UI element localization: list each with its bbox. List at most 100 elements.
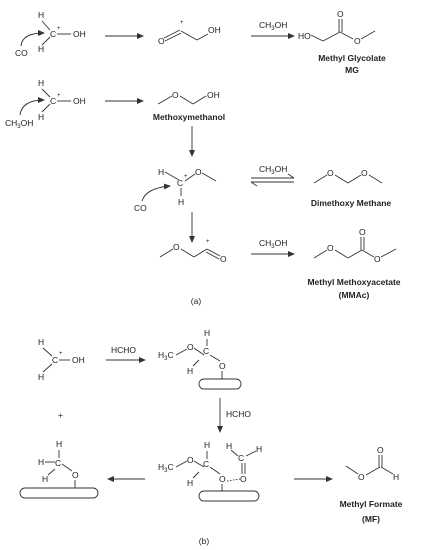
hydroxymethyl-cation-2: H C + OH H	[38, 78, 86, 122]
atom-o: O	[72, 470, 79, 480]
bond	[206, 248, 221, 257]
bond	[41, 88, 51, 98]
panel-a: H C + OH H CO O + OH CH3OH HO	[5, 9, 401, 306]
bond	[193, 347, 205, 356]
reagent-methanol: CH3OH	[259, 164, 287, 176]
atom-o: O	[327, 168, 334, 178]
charge-plus: +	[184, 174, 188, 180]
methyl-group: H3C	[158, 462, 174, 474]
catalyst-surface-site	[198, 378, 242, 390]
bond	[41, 20, 51, 31]
methyl-glycolate-structure: HO O O	[298, 9, 376, 46]
reagent-methanol: CH3OH	[259, 238, 287, 250]
atom-o: O	[172, 90, 179, 100]
atom-c: C	[238, 453, 244, 463]
reagent-methanol: CH3OH	[259, 20, 287, 32]
atom-c: C	[50, 29, 56, 39]
reagent-methanol: CH3OH	[5, 118, 33, 130]
panel-b: H C + OH H HCHO H3C O C H H O +	[19, 328, 403, 546]
atom-o: O	[377, 445, 384, 455]
co-label: CO	[15, 48, 28, 58]
atom-o: O	[337, 9, 344, 19]
reagent-formaldehyde: HCHO	[226, 409, 251, 419]
surface-methoxy: H H C O H	[19, 439, 99, 499]
atom-h: H	[38, 78, 44, 88]
methoxyacetyl-cation: O + O	[159, 239, 227, 264]
bond	[230, 449, 239, 457]
bond	[175, 460, 188, 468]
charge-plus: +	[180, 20, 184, 26]
atom-h: H	[204, 328, 210, 338]
bond	[339, 31, 354, 40]
bond	[196, 33, 209, 41]
product-abbr-mf: (MF)	[362, 514, 380, 524]
atom-h: H	[187, 478, 193, 488]
bond	[163, 29, 181, 39]
bond	[334, 249, 349, 259]
product-name-mmac: Methyl Methoxyacetate	[307, 277, 400, 287]
atom-o: O	[358, 472, 365, 482]
atom-h: H	[178, 197, 184, 207]
atom-o: O	[187, 455, 194, 465]
charge-plus: +	[57, 93, 61, 99]
atom-oh: OH	[73, 96, 86, 106]
bond	[180, 30, 198, 41]
bond	[180, 248, 195, 258]
atom-o: O	[158, 36, 165, 46]
panel-label-a: (a)	[191, 296, 202, 306]
hydroxymethyl-cation-3: H C + OH H	[38, 337, 85, 382]
atom-c: C	[203, 346, 209, 356]
bond	[334, 174, 349, 184]
atom-h: H	[256, 444, 262, 454]
atom-h: H	[38, 372, 44, 382]
atom-h: H	[38, 10, 44, 20]
bond	[380, 466, 394, 475]
atom-oh: OH	[208, 25, 221, 35]
bond	[164, 171, 180, 181]
curved-arrow-icon	[19, 97, 45, 116]
bond	[347, 249, 363, 259]
dimethoxy-methane-structure: O O	[313, 168, 383, 184]
product-name-mg: Methyl Glycolate	[318, 53, 386, 63]
curved-arrow-icon	[141, 183, 171, 202]
atom-h: H	[393, 472, 399, 482]
product-name-dimethoxy-methane: Dimethoxy Methane	[311, 198, 392, 208]
interaction-bond	[226, 478, 241, 482]
surface-methoxymethoxy-1: H3C O C H H O	[158, 328, 242, 390]
bond	[192, 471, 200, 479]
product-name-mf: Methyl Formate	[340, 499, 403, 509]
atom-o: O	[219, 474, 226, 484]
product-abbr-mg: MG	[345, 65, 359, 75]
atom-h: H	[38, 112, 44, 122]
atom-oh: OH	[207, 90, 220, 100]
atom-h: H	[38, 337, 44, 347]
bond	[192, 95, 207, 105]
bond	[201, 172, 217, 182]
bond	[209, 354, 221, 362]
atom-o: O	[173, 242, 180, 252]
surface-methoxymethoxy-2: H3C O C H H O O C H H	[158, 440, 262, 502]
atom-h: H	[42, 474, 48, 484]
atom-c: C	[50, 96, 56, 106]
methyl-group: H3C	[158, 350, 174, 362]
bond	[192, 359, 200, 367]
charge-plus: +	[59, 351, 63, 357]
atom-oh: OH	[72, 355, 85, 365]
bond	[361, 249, 375, 258]
half-arrowhead	[250, 181, 258, 187]
atom-o: O	[327, 243, 334, 253]
atom-o: O	[361, 168, 368, 178]
bond	[365, 466, 381, 476]
bond	[310, 34, 324, 42]
bond	[164, 32, 182, 42]
atom-o: O	[220, 254, 227, 264]
atom-o: O	[374, 254, 381, 264]
atom-h: H	[187, 366, 193, 376]
bond	[159, 248, 174, 258]
charge-plus: +	[57, 26, 61, 32]
atom-h: H	[158, 167, 164, 177]
equilibrium-arrows	[250, 173, 295, 187]
reagent-formaldehyde: HCHO	[111, 345, 136, 355]
atom-o: O	[359, 227, 366, 237]
bond	[360, 30, 376, 40]
